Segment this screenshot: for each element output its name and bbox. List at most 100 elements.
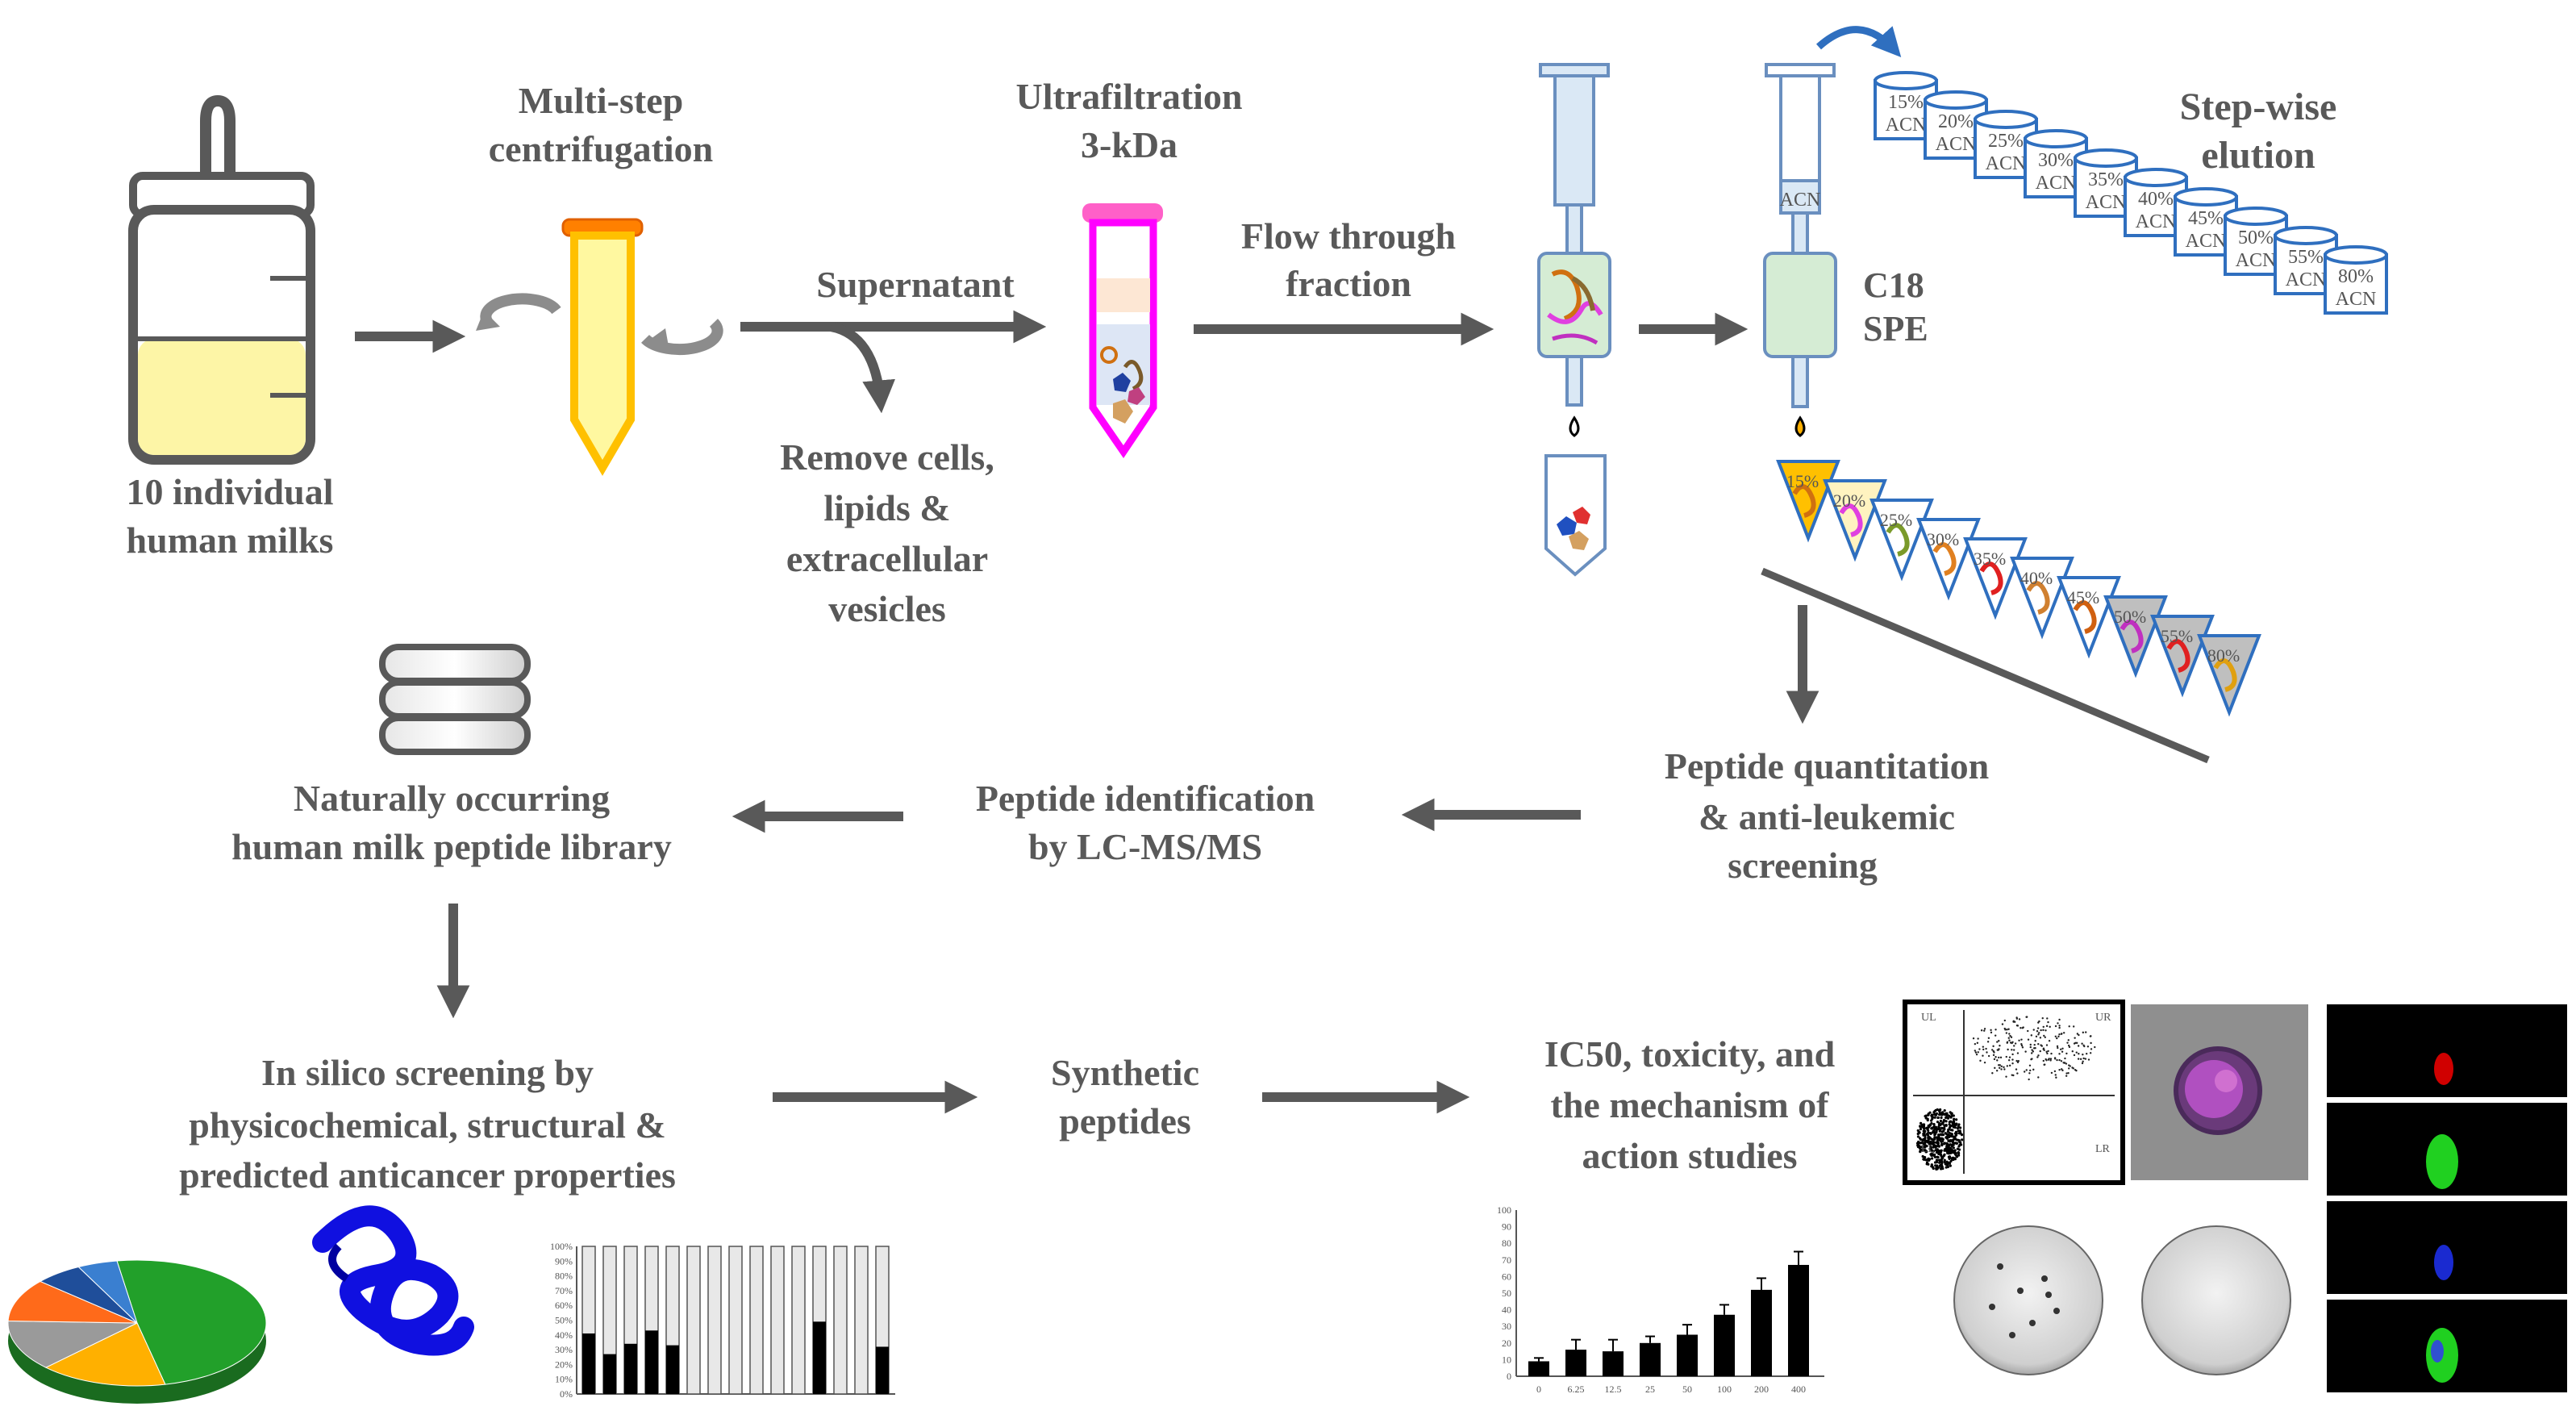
stacked-bar-bg <box>686 1246 701 1395</box>
ic50-xtick: 12.5 <box>1605 1384 1622 1395</box>
solvent-can-percent: 35% <box>2088 169 2124 190</box>
ultra-label-2: 3-kDa <box>1081 124 1178 165</box>
fraction-tube-5: 40% <box>2010 557 2074 640</box>
ic50-bar <box>1565 1350 1586 1376</box>
fraction-tube-2: 25% <box>1869 499 1934 582</box>
database-icon <box>379 644 531 755</box>
ic50-ytick: 90 <box>1502 1221 1511 1233</box>
fraction-tube-label: 40% <box>2020 568 2053 588</box>
colony <box>2041 1275 2048 1282</box>
ic50-bar <box>1751 1289 1772 1376</box>
fraction-tube-label: 55% <box>2161 626 2193 646</box>
pie-slice-1 <box>44 1322 166 1387</box>
stacked-bar-value <box>876 1346 889 1394</box>
solvent-can-percent: 50% <box>2238 227 2274 248</box>
solvent-can-8: 55%ACN <box>2274 226 2338 295</box>
ic50-xtick: 6.25 <box>1568 1384 1585 1395</box>
solvent-can-9: 80%ACN <box>2324 245 2388 315</box>
stacked-bar-bg <box>749 1246 764 1395</box>
centrifuge-label-2: centrifugation <box>489 128 714 169</box>
solvent-can-5: 40%ACN <box>2124 168 2188 237</box>
solvent-can-acn: ACN <box>1886 115 1927 136</box>
stacked-ytick: 70% <box>555 1285 573 1296</box>
solvent-can-acn: ACN <box>2136 211 2177 232</box>
fraction-tube-1: 20% <box>1823 479 1887 562</box>
solvent-can-percent: 25% <box>1988 131 2024 152</box>
colony <box>2053 1308 2060 1314</box>
ultra-label-1: Ultrafiltration <box>1015 76 1242 117</box>
stepwise-label-1: Step-wise <box>2180 86 2337 128</box>
solvent-can-acn: ACN <box>2086 192 2127 213</box>
solvent-can-acn: ACN <box>2236 250 2277 271</box>
stepwise-label-2: elution <box>2201 134 2315 177</box>
ic50-ytick: 0 <box>1507 1371 1511 1382</box>
stacked-ytick: 20% <box>555 1358 573 1370</box>
ic50-xtick: 200 <box>1754 1384 1769 1395</box>
ic50-ytick: 50 <box>1502 1288 1511 1299</box>
solvent-can-percent: 80% <box>2338 266 2374 287</box>
fraction-tube-9: 80% <box>2197 634 2261 717</box>
solvent-can-4: 35%ACN <box>2074 148 2138 218</box>
stacked-bar-bg <box>707 1246 722 1395</box>
flow-ul-label: UL <box>1921 1012 1936 1024</box>
pie-slice-2 <box>7 1321 138 1368</box>
stacked-bar-value <box>603 1354 616 1394</box>
flow-lr-label: LR <box>2095 1143 2111 1155</box>
solvent-can-percent: 45% <box>2188 208 2224 229</box>
colony-well-images <box>1953 1225 2291 1375</box>
remove-label-4: vesicles <box>828 588 946 629</box>
library-label-2: human milk peptide library <box>231 826 672 867</box>
flow-ur-label: UR <box>2095 1012 2111 1024</box>
colony <box>2017 1288 2024 1294</box>
colony <box>2045 1292 2052 1298</box>
ic50-bar <box>1788 1264 1809 1376</box>
elution-fraction-tubes: 15%20%25%30%35%40%45%50%55% 80% <box>1776 460 2261 717</box>
ic50-ytick: 20 <box>1502 1338 1511 1349</box>
stacked-bar-bg <box>728 1246 743 1395</box>
quant-label-2: & anti-leukemic <box>1699 796 1955 837</box>
stacked-bar-bg <box>854 1246 869 1395</box>
silico-label-1: In silico screening by <box>261 1052 594 1093</box>
milk-label-1: 10 individual <box>127 471 334 512</box>
fraction-tube-label: 15% <box>1786 471 1819 491</box>
flow-label-1: Flow through <box>1241 215 1456 257</box>
stacked-bar-value <box>813 1321 826 1394</box>
peptide-structure-ribbon <box>312 1205 474 1356</box>
colony <box>1997 1263 2003 1270</box>
fraction-tube-4: 35% <box>1963 537 2028 620</box>
solvent-can-acn: ACN <box>1936 134 1977 155</box>
stacked-bar-bg <box>833 1246 848 1395</box>
fraction-tube-8: 55% <box>2150 615 2215 698</box>
solvent-can-acn: ACN <box>2336 289 2377 310</box>
stacked-ytick: 100% <box>550 1241 573 1252</box>
quant-label-3: screening <box>1728 845 1878 886</box>
fraction-tube-label: 80% <box>2207 645 2240 666</box>
solvent-can-acn: ACN <box>2186 231 2227 252</box>
stacked-ytick: 60% <box>555 1300 573 1311</box>
ic50-ytick: 40 <box>1502 1304 1511 1316</box>
ic50-ytick: 80 <box>1502 1237 1511 1249</box>
solvent-can-acn: ACN <box>2036 173 2077 194</box>
ic50-bar <box>1640 1342 1661 1376</box>
fraction-tube-3: 30% <box>1916 518 1981 601</box>
flow-ll-label: LL <box>1921 1143 1935 1155</box>
stacked-ytick: 0% <box>560 1388 573 1400</box>
stacked-ytick: 10% <box>555 1374 573 1385</box>
stacked-ytick: 30% <box>555 1344 573 1355</box>
colony <box>1989 1304 1995 1310</box>
fraction-tube-6: 45% <box>2057 576 2121 659</box>
remove-label-1: Remove cells, <box>780 436 994 478</box>
ic50-xtick: 50 <box>1682 1384 1692 1395</box>
flow-cytometry-plot <box>1903 1000 2125 1185</box>
solvent-can-percent: 40% <box>2138 189 2174 210</box>
fraction-tube-7: 50% <box>2103 595 2168 678</box>
ic50-label-3: action studies <box>1582 1135 1797 1176</box>
solvent-can-percent: 15% <box>1888 92 1924 113</box>
stacked-ytick: 40% <box>555 1329 573 1341</box>
fraction-tube-label: 25% <box>1880 510 1912 530</box>
spe-acn-label: ACN <box>1780 190 1821 211</box>
